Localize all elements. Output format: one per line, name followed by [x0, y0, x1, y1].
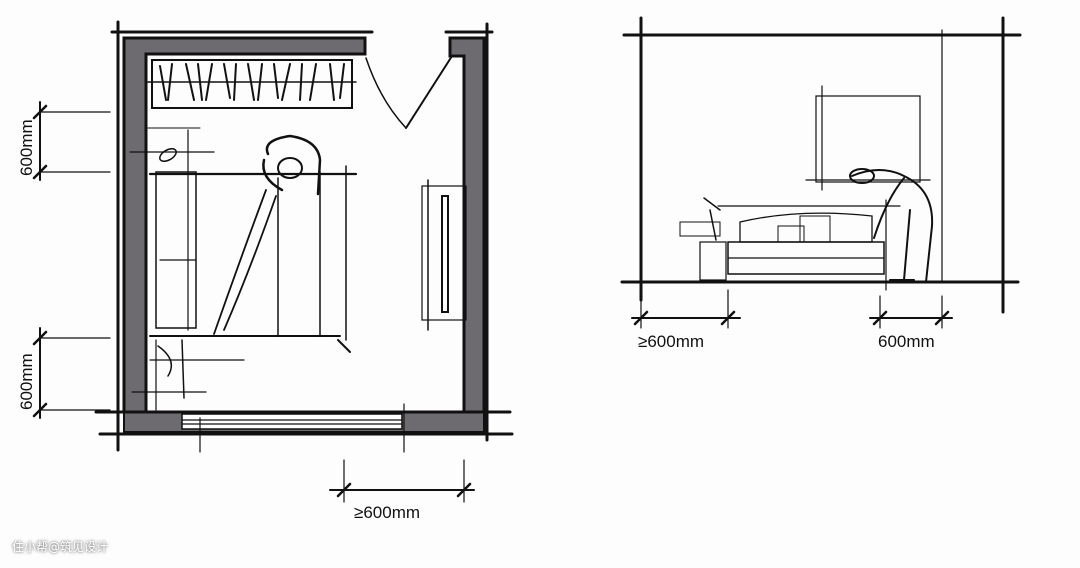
plan-walls: [122, 36, 486, 434]
elevation: [620, 16, 1022, 329]
elevation-dim-left: ≥600mm: [638, 332, 704, 351]
plan-dim-bottom: ≥600mm: [354, 503, 420, 522]
plan-dim-left-bottom: 600mm: [17, 353, 36, 410]
plan-dim-left-top: 600mm: [17, 119, 36, 176]
watermark: 住小帮@筑见设计: [12, 540, 109, 554]
elevation-dim-right: 600mm: [878, 332, 935, 351]
floor-plan: [32, 20, 514, 503]
